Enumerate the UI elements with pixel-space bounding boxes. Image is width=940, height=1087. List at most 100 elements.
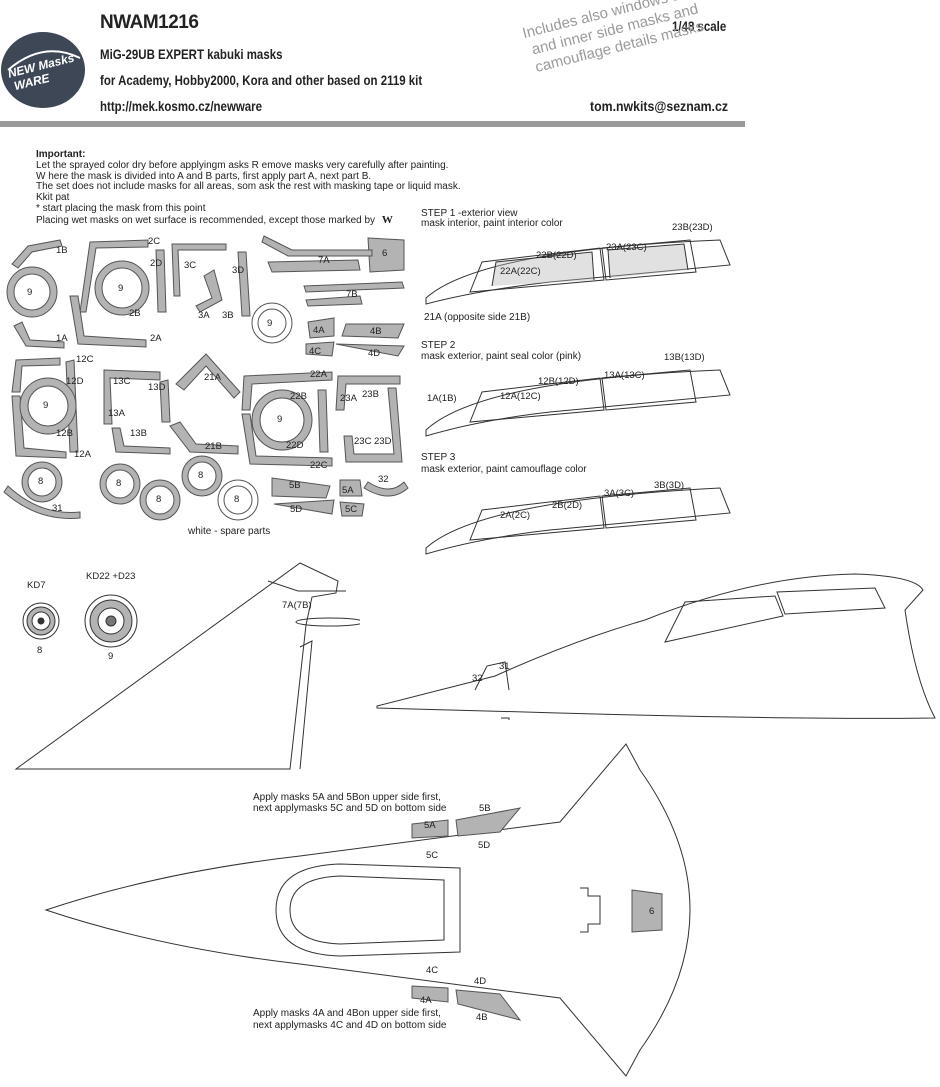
mask-label: 9 [43, 400, 49, 411]
mask-label: 4D [368, 348, 381, 359]
step-1-title: STEP 1 -exterior view [421, 208, 518, 219]
plan-label: 4A [420, 995, 432, 1006]
mask-label: 9 [277, 414, 283, 425]
mask-label: 1B [56, 245, 68, 256]
mask-label: 7A [318, 255, 330, 266]
mask-label: 22C [310, 460, 328, 471]
wheel-masks [22, 594, 138, 648]
step-label: 22B(22D) [536, 250, 577, 261]
note-line: Kkit pat [36, 192, 70, 204]
plan-label: 5D [478, 840, 491, 851]
mask-label: 8 [156, 494, 162, 505]
note-line: W here the mask is divided into A and B … [36, 170, 372, 182]
step-label: 2B(2D) [552, 500, 583, 511]
includes-stamp: Includes also windows seal and inner sid… [463, 0, 767, 92]
mask-label: 12A [74, 449, 91, 460]
plan-label: 4B [476, 1012, 488, 1023]
step-label: 1A(1B) [427, 393, 457, 404]
product-code: NWAM1216 [100, 12, 199, 33]
lower-caption-line: Apply masks 4A and 4Bon upper side first… [253, 1008, 441, 1019]
plan-label: 5B [479, 803, 491, 814]
plan-label: 4C [426, 965, 439, 976]
nose-label-31: 31 [499, 661, 510, 672]
brand-logo: NEW Masks WARE [0, 30, 86, 115]
upper-caption-line: Apply masks 5A and 5Bon upper side first… [253, 792, 441, 803]
note-line: Let the sprayed color dry before applyin… [36, 159, 449, 171]
email-link[interactable]: tom.nwkits@seznam.cz [590, 98, 728, 114]
mask-label: 9 [118, 283, 124, 294]
mask-label: 32 [378, 474, 389, 485]
mask-label: 22D [286, 440, 304, 451]
scale-label: 1/48 scale [672, 18, 727, 34]
step-2-title: STEP 2 [421, 340, 456, 351]
mask-label: 3B [222, 310, 234, 321]
header-divider [0, 121, 745, 127]
step-label: 3B(3D) [654, 480, 685, 491]
wheel-kd22-label: KD22 +D23 [86, 571, 136, 582]
upper-caption-line: next applymasks 5C and 5D on bottom side [253, 803, 447, 814]
step-2-desc: mask exterior, paint seal color (pink) [421, 351, 582, 362]
mask-label: 21B [205, 441, 222, 452]
mask-label: 2D [150, 258, 163, 269]
mask-label: 2B [129, 308, 141, 319]
product-title: MiG-29UB EXPERT kabuki masks [100, 46, 283, 62]
mask-label: 3D [232, 265, 245, 276]
mask-label: 1A [56, 333, 68, 344]
step-3-desc: mask exterior, paint camouflage color [421, 464, 587, 475]
step-label: 12A(12C) [500, 391, 541, 402]
wheel-kd7-label: KD7 [27, 580, 46, 591]
mask-label: 3A [198, 310, 210, 321]
plan-label: 4D [474, 976, 487, 987]
wheel-kd22-num: 9 [108, 651, 114, 662]
step-label: 22A(22C) [500, 266, 541, 277]
note-line: Placing wet masks on wet surface is reco… [36, 214, 376, 226]
lower-caption-line: next applymasks 4C and 4D on bottom side [253, 1020, 447, 1031]
compatibility-line: for Academy, Hobby2000, Kora and other b… [100, 72, 423, 88]
important-notes: Important: Let the sprayed color dry bef… [36, 149, 461, 227]
step-3-title: STEP 3 [421, 452, 456, 463]
tail-label: 7A(7B) [282, 600, 312, 611]
mask-label: 13B [130, 428, 147, 439]
notes-title: Important: [36, 149, 86, 160]
mask-label: 5C [345, 504, 358, 515]
mask-label: 31 [52, 503, 63, 514]
mask-label: 8 [116, 478, 122, 489]
mask-label: 21A [204, 372, 221, 383]
mask-label: 5D [290, 504, 303, 515]
mask-label: 9 [27, 287, 33, 298]
wet-mark-icon: W [381, 213, 393, 226]
mask-label: 12C [76, 354, 94, 365]
mask-label: 6 [382, 248, 388, 259]
step-label: 23B(23D) [672, 222, 713, 233]
step-1-desc: mask interior, paint interior color [421, 218, 563, 229]
tail-fin-diagram [14, 562, 360, 770]
mask-label: 4C [309, 346, 322, 357]
mask-label: 22A [310, 369, 327, 380]
mask-label: 13C [113, 376, 131, 387]
canopy-steps [425, 239, 731, 555]
mask-label: 5A [342, 485, 354, 496]
wheel-kd7-num: 8 [37, 645, 43, 656]
mask-label: 13A [108, 408, 125, 419]
step-label: 13A(13C) [604, 370, 645, 381]
mask-label: 23D [374, 436, 392, 447]
fuselage-side-diagram [376, 573, 936, 720]
mask-label: 9 [267, 318, 273, 329]
note-line: * start placing the mask from this point [36, 202, 206, 214]
mask-label: 8 [234, 494, 240, 505]
note-line: The set does not include masks for all a… [36, 181, 461, 193]
mask-label: 12B [56, 428, 73, 439]
mask-sheet [3, 235, 409, 521]
plan-view-diagram [44, 743, 691, 1077]
plan-label: 5C [426, 850, 439, 861]
nose-label-32: 32 [472, 673, 483, 684]
plan-label: 5A [424, 820, 436, 831]
mask-label: 8 [38, 476, 44, 487]
spare-parts-caption: white - spare parts [188, 526, 271, 537]
step-1-note: 21A (opposite side 21B) [424, 312, 531, 323]
mask-label: 23C [354, 436, 372, 447]
mask-label: 23B [362, 389, 379, 400]
website-link[interactable]: http://mek.kosmo.cz/newware [100, 98, 263, 114]
step-label: 3A(3C) [604, 488, 635, 499]
mask-label: 12D [66, 376, 84, 387]
